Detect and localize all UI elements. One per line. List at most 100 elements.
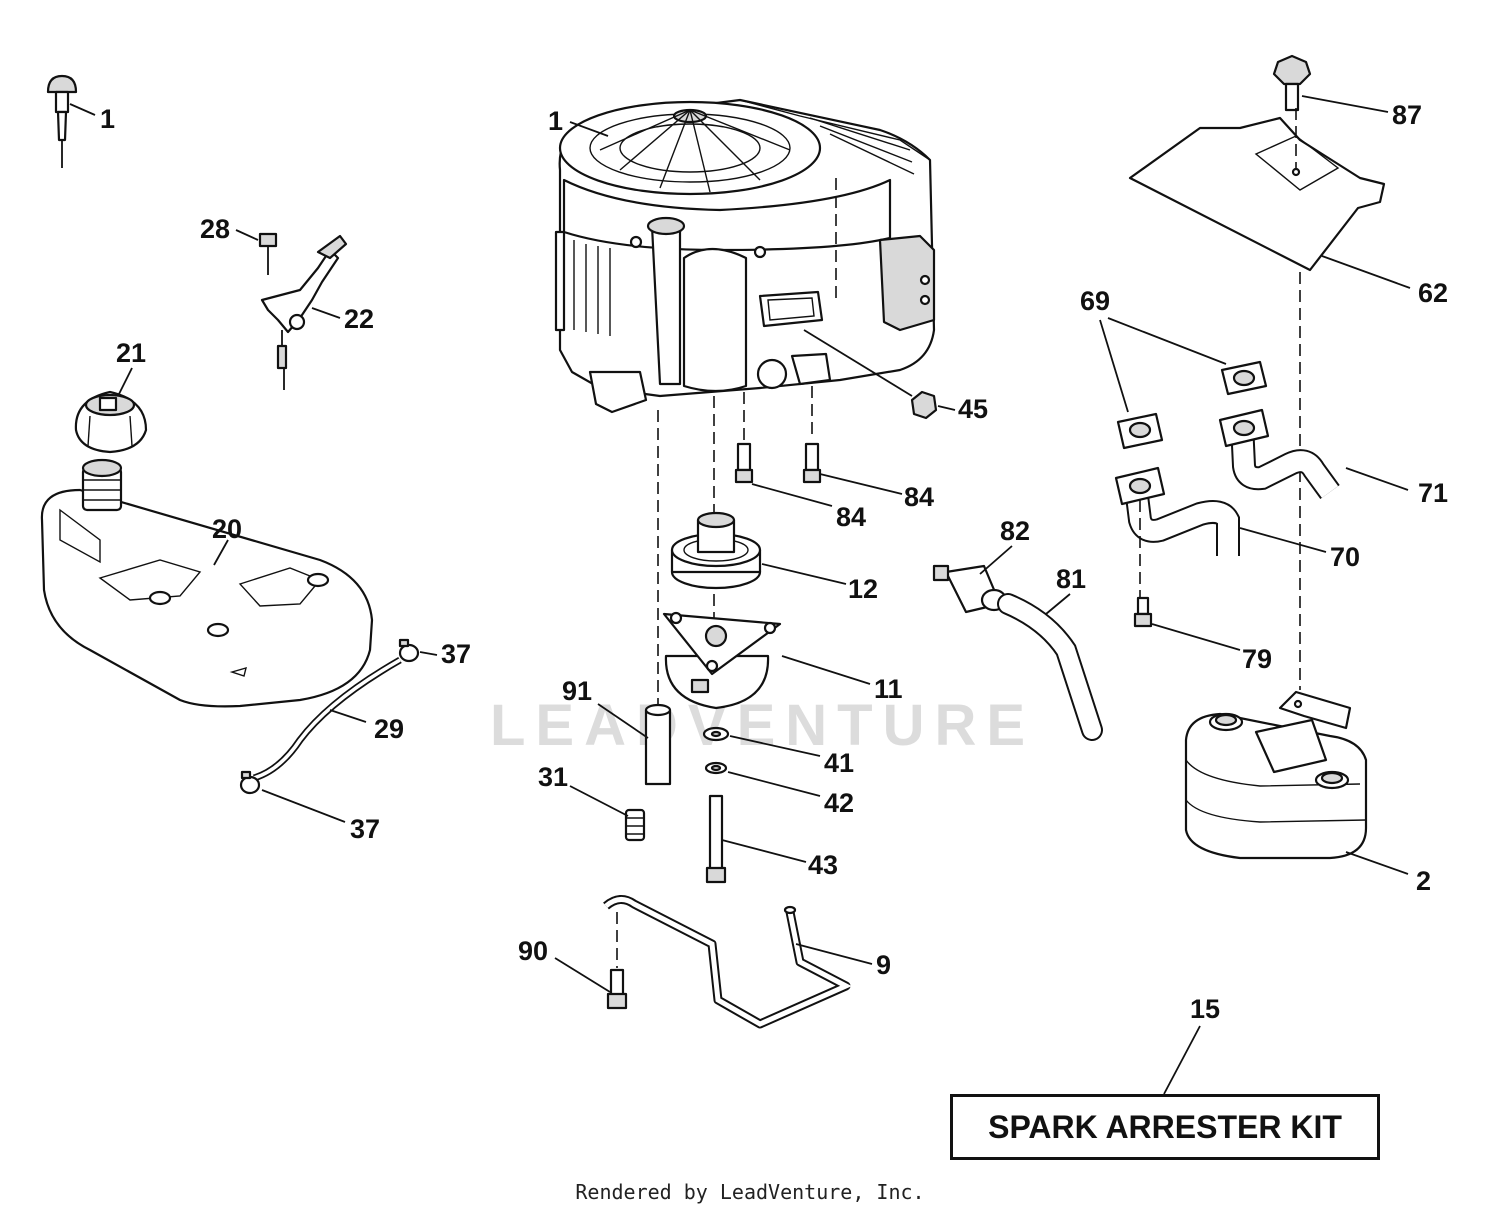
callout-22: 1 (100, 104, 115, 134)
part-28-fuel-line-inner (253, 658, 401, 780)
callout-31: 31 (538, 762, 568, 792)
footer-credit: Rendered by LeadVenture, Inc. (575, 1180, 925, 1204)
leader-line-70 (1239, 527, 1327, 553)
callout-2: 2 (1416, 866, 1431, 896)
callout-37-upper: 37 (441, 639, 471, 669)
callout-15: 20 (212, 514, 242, 544)
watermark: LEADVENTURE (490, 693, 1035, 758)
leader-line-15 (213, 539, 229, 566)
leader-line-42 (727, 771, 821, 797)
leader-line-82 (979, 545, 1013, 575)
callout-1: 1 (548, 106, 563, 136)
part-12-pulley (670, 511, 762, 590)
part-87-bolt (1272, 54, 1312, 112)
leader-line-9 (795, 943, 873, 965)
spark-arrester-kit-box: SPARK ARRESTER KIT (950, 1094, 1380, 1160)
leader-line-29 (1163, 1025, 1201, 1095)
part-31-nut (624, 808, 646, 842)
part-82-fuel-filter (932, 564, 1008, 614)
callout-42: 42 (824, 788, 854, 818)
callout-90: 90 (518, 936, 548, 966)
part-11-clutch (662, 611, 782, 710)
callout-43: 43 (808, 850, 838, 880)
part-69-gasket-b (1116, 412, 1164, 450)
leader-line-21 (235, 229, 259, 241)
part-9-clutch-bracket (603, 895, 852, 1029)
part-71-exhaust-pipe (1218, 408, 1340, 500)
leader-line-22 (69, 103, 96, 116)
part-45-nut (910, 390, 938, 420)
callout-84-b: 84 (904, 482, 934, 512)
part-69-gasket-a (1220, 360, 1268, 396)
callout-20: 22 (344, 304, 374, 334)
leader-line-1 (569, 121, 609, 137)
callout-11: 11 (874, 674, 903, 704)
leader-line-90 (554, 957, 611, 993)
leader-line-31 (569, 785, 629, 817)
part-1-engine (554, 98, 936, 414)
leader-line-84-a (751, 483, 833, 507)
leader-line-2 (1345, 851, 1409, 875)
callout-71: 71 (1418, 478, 1448, 508)
part-41-washer (702, 726, 730, 742)
callout-29: 15 (1190, 994, 1220, 1024)
callout-18: 21 (116, 338, 146, 368)
leader-line-28 (329, 709, 367, 723)
callout-45: 45 (958, 394, 988, 424)
leader-line-62 (1321, 255, 1411, 289)
callout-91: 91 (562, 676, 592, 706)
leader-line-69-b (1107, 317, 1227, 365)
leader-line-41 (729, 735, 821, 757)
part-84-bolt-a (734, 442, 754, 484)
part-37-hose-clamp-lower (239, 770, 261, 795)
leader-line-11 (781, 655, 871, 685)
part-22-dipstick-plug (46, 74, 78, 168)
callout-12: 12 (848, 574, 878, 604)
part-37-hose-clamp-upper (398, 638, 420, 663)
leader-line-79 (1151, 623, 1241, 651)
part-20-throttle-bracket (260, 234, 348, 390)
leader-line-20 (311, 307, 341, 319)
leader-line-45 (937, 405, 956, 411)
leader-line-84-b (819, 473, 903, 495)
callout-70: 70 (1330, 542, 1360, 572)
leader-line-91 (597, 703, 649, 739)
leader-line-18 (117, 367, 133, 397)
callout-81: 81 (1056, 564, 1086, 594)
part-91-spacer (644, 703, 672, 786)
leader-line-45-to-engine (803, 329, 913, 397)
leader-line-69-a (1099, 319, 1129, 413)
part-21-bolt (258, 232, 278, 275)
part-79-bolt (1133, 596, 1153, 628)
leader-line-12 (761, 563, 847, 585)
spark-arrester-kit-label: SPARK ARRESTER KIT (988, 1108, 1342, 1145)
callout-37-lower: 37 (350, 814, 380, 844)
part-15-fuel-tank (40, 458, 374, 708)
callout-87: 87 (1392, 100, 1422, 130)
part-81-fuel-hose-inner (999, 595, 1101, 739)
callout-41: 41 (824, 748, 854, 778)
part-42-washer (704, 761, 728, 775)
leader-line-71 (1345, 467, 1409, 491)
part-84-bolt-b (802, 442, 822, 484)
part-62-heat-shield (1128, 116, 1386, 272)
part-2-muffler (1184, 690, 1368, 860)
part-90-bolt (606, 968, 628, 1010)
part-18-fuel-cap (74, 390, 148, 454)
callout-9: 9 (876, 950, 891, 980)
callout-82: 82 (1000, 516, 1030, 546)
callout-84-a: 84 (836, 502, 866, 532)
leader-line-37-lower (261, 789, 346, 823)
part-43-bolt (705, 794, 727, 884)
callout-28: 29 (374, 714, 404, 744)
leader-line-87 (1301, 95, 1389, 113)
callout-62: 62 (1418, 278, 1448, 308)
part-70-exhaust-pipe (1114, 466, 1240, 556)
leader-line-37-upper (419, 651, 438, 656)
callout-69: 69 (1080, 286, 1110, 316)
callout-79: 79 (1242, 644, 1272, 674)
leader-line-43 (721, 839, 807, 863)
callout-21: 28 (200, 214, 230, 244)
